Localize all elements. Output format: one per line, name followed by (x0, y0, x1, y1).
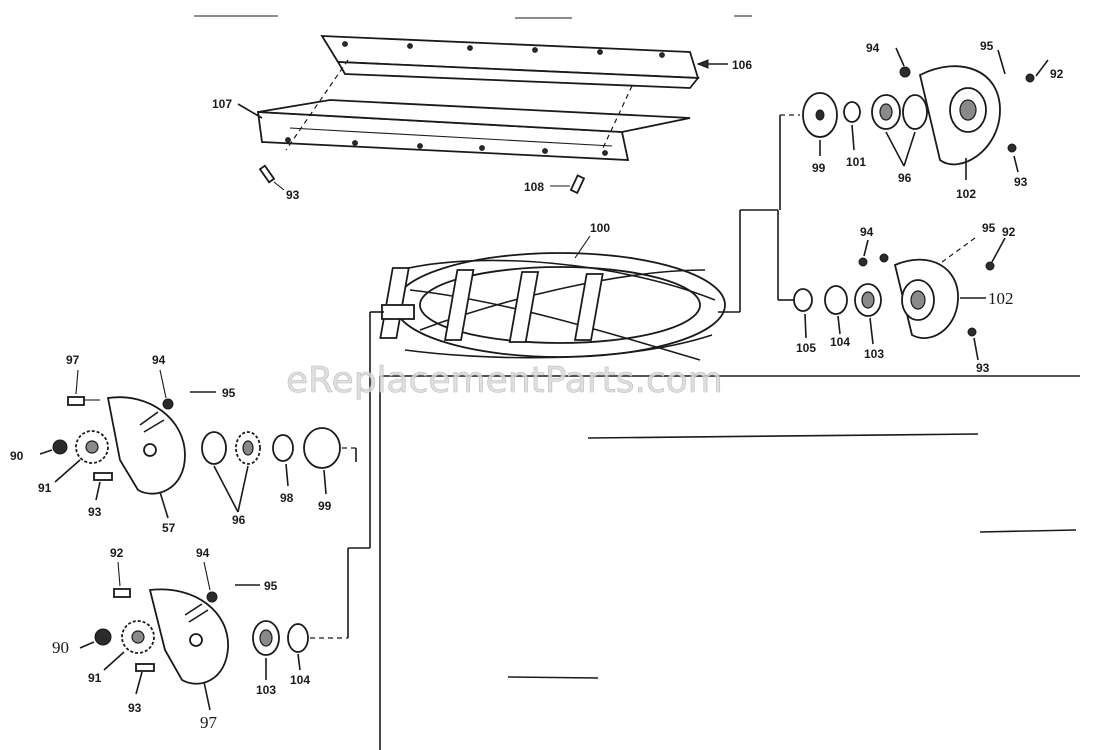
callout-95-left-lower: 95 (264, 579, 278, 593)
nut-94-left-upper (162, 398, 174, 410)
callout-108: 108 (524, 180, 544, 194)
callout-104-left: 104 (290, 673, 310, 687)
screw-108 (550, 174, 586, 195)
callout-103-right: 103 (864, 347, 884, 361)
bed-knife-assembly (237, 35, 728, 195)
left-upper-gear-group (39, 369, 357, 519)
callout-96-upper: 96 (898, 171, 912, 185)
callout-92-lower: 92 (110, 546, 124, 560)
washer-104-left (287, 623, 309, 653)
callout-104-right: 104 (830, 335, 850, 349)
callout-93-top: 93 (286, 188, 300, 202)
watermark: eReplacementParts.com (286, 360, 723, 401)
callout-94-middle: 94 (860, 225, 874, 239)
bearing-96-left-a (201, 431, 227, 465)
callout-99-left: 99 (318, 499, 332, 513)
washer-98 (272, 434, 294, 462)
callout-103-left: 103 (256, 683, 276, 697)
middle-right-bearing-group (718, 209, 1006, 361)
callout-90-lower: 90 (52, 638, 69, 657)
callout-107: 107 (212, 97, 232, 111)
reel-shaft (381, 304, 415, 320)
part-101 (843, 101, 861, 123)
callout-96-left: 96 (232, 513, 246, 527)
bolt-92-lower (113, 588, 131, 598)
callout-102-middle: 102 (988, 289, 1014, 308)
callout-93-middle-right: 93 (976, 361, 990, 375)
callout-101: 101 (846, 155, 866, 169)
callout-57: 57 (162, 521, 176, 535)
callout-100: 100 (590, 221, 610, 235)
nut-90-lower (94, 628, 112, 646)
callout-99-upper: 99 (812, 161, 826, 175)
callout-105: 105 (796, 341, 816, 355)
bolt-97-upper (67, 396, 85, 406)
callout-94-upper: 94 (866, 41, 880, 55)
callout-102-upper: 102 (956, 187, 976, 201)
callout-93-left-lower: 93 (128, 701, 142, 715)
callout-95-left-upper: 95 (222, 386, 236, 400)
washer-105 (793, 288, 813, 312)
callout-92-upper: 92 (1050, 67, 1064, 81)
washer-104-right (824, 285, 848, 315)
reel-assembly (379, 235, 726, 361)
callout-94-left-upper: 94 (152, 353, 166, 367)
callout-93-upper-right: 93 (1014, 175, 1028, 189)
callout-91-upper: 91 (38, 481, 52, 495)
nut-94-upper (899, 66, 911, 78)
nut-94-middle (858, 257, 868, 267)
callout-97-upper: 97 (66, 353, 80, 367)
plate-97-lower (148, 588, 229, 685)
callout-95-upper: 95 (980, 39, 994, 53)
callout-90-upper: 90 (10, 449, 24, 463)
callout-92-middle: 92 (1002, 225, 1016, 239)
callout-97-lower: 97 (200, 713, 218, 732)
callout-93-left-upper: 93 (88, 505, 102, 519)
callout-98: 98 (280, 491, 294, 505)
callout-106: 106 (732, 58, 752, 72)
upper-right-bearing-group (779, 47, 1049, 210)
callout-91-lower: 91 (88, 671, 102, 685)
hub-99-left (303, 427, 341, 469)
callout-95-middle: 95 (982, 221, 996, 235)
callout-94-left-lower: 94 (196, 546, 210, 560)
screw-93-top (258, 164, 285, 191)
nut-90-upper (52, 439, 68, 455)
nut-94-left-lower (206, 591, 218, 603)
frame-lines (194, 15, 1080, 750)
left-lower-gear-group (79, 311, 384, 711)
